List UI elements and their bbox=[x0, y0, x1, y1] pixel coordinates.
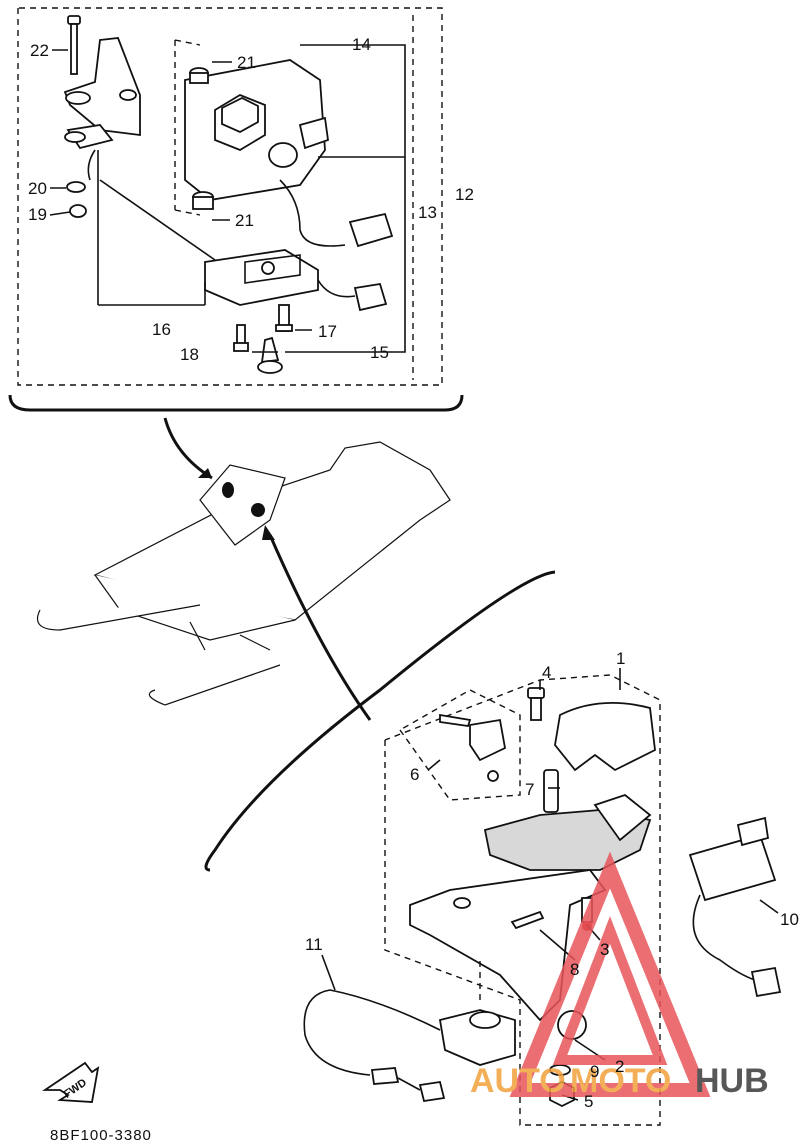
control-unit-14 bbox=[184, 59, 394, 248]
callout-6: 6 bbox=[410, 765, 419, 784]
callout-21-bottom: 21 bbox=[235, 211, 254, 230]
detail-box-bottom bbox=[384, 674, 661, 1126]
pointer-arrow-bottom bbox=[268, 534, 372, 721]
callout-15: 15 bbox=[370, 343, 389, 362]
callout-5: 5 bbox=[584, 1092, 593, 1111]
bolt-15 bbox=[257, 336, 283, 374]
svg-text:MOTO: MOTO bbox=[570, 1062, 671, 1100]
cdi-unit-16 bbox=[204, 249, 388, 312]
callout-12: 12 bbox=[455, 185, 474, 204]
washer-20 bbox=[66, 181, 86, 193]
rubber-21-top bbox=[189, 67, 209, 84]
callout-18: 18 bbox=[180, 345, 199, 364]
nut-19 bbox=[69, 204, 87, 218]
throttle-sensor-11 bbox=[303, 989, 516, 1103]
callout-11: 11 bbox=[305, 935, 323, 954]
callout-19: 19 bbox=[28, 205, 47, 224]
automotohub-watermark: AUTO MOTO HUB bbox=[470, 851, 769, 1100]
connector-10 bbox=[688, 816, 782, 998]
callout-14: 14 bbox=[352, 35, 371, 54]
rubber-21-bottom bbox=[192, 191, 214, 210]
callout-7: 7 bbox=[525, 780, 534, 799]
callout-10: 10 bbox=[780, 910, 799, 929]
bolt-4 bbox=[527, 687, 545, 721]
screw-17 bbox=[275, 304, 293, 332]
screw-8 bbox=[510, 910, 545, 930]
fwd-arrow-icon: FWD bbox=[42, 1061, 100, 1103]
callout-9: 9 bbox=[590, 1062, 599, 1081]
diagram-code: 8BF100-3380 bbox=[50, 1127, 152, 1143]
callout-22: 22 bbox=[30, 41, 49, 60]
callout-13: 13 bbox=[418, 203, 437, 222]
callout-2: 2 bbox=[615, 1057, 624, 1076]
screw-18 bbox=[233, 324, 249, 352]
collar-7 bbox=[543, 769, 559, 813]
callout-16: 16 bbox=[152, 320, 171, 339]
throttle-housing bbox=[483, 793, 652, 871]
callout-1: 1 bbox=[616, 649, 625, 668]
detail-box-top bbox=[8, 7, 464, 412]
divider-curve bbox=[204, 570, 556, 872]
pointer-arrow-top bbox=[163, 417, 213, 480]
bolt-22 bbox=[67, 15, 81, 75]
callout-labels: 22 21 21 14 20 19 13 12 16 17 18 15 1 4 … bbox=[28, 35, 799, 1111]
callout-3: 3 bbox=[600, 940, 609, 959]
switch-6 bbox=[439, 713, 507, 782]
callout-8: 8 bbox=[570, 960, 579, 979]
svg-text:HUB: HUB bbox=[695, 1062, 769, 1100]
snowmobile-illustration bbox=[36, 441, 451, 706]
callout-21-top: 21 bbox=[237, 53, 256, 72]
throttle-lever bbox=[409, 869, 607, 1022]
callout-17: 17 bbox=[318, 322, 337, 341]
grip-cover bbox=[554, 701, 656, 772]
svg-text:AUTO: AUTO bbox=[470, 1062, 566, 1100]
callout-20: 20 bbox=[28, 179, 47, 198]
callout-4: 4 bbox=[542, 663, 551, 682]
mount-bracket bbox=[63, 37, 141, 150]
